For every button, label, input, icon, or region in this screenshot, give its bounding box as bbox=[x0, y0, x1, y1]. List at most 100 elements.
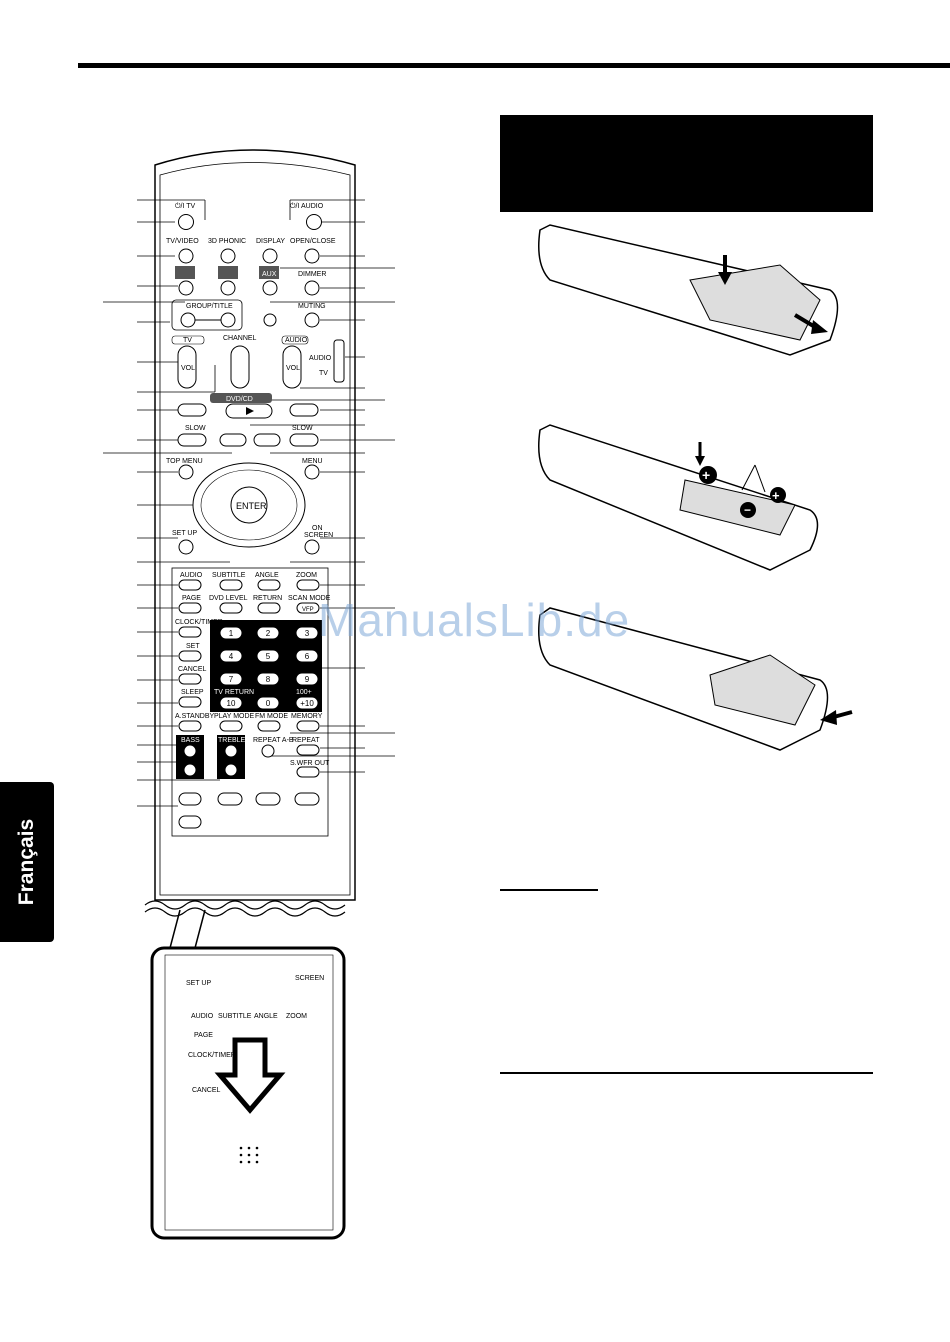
muting-label: MUTING bbox=[298, 303, 326, 310]
number-key-label: 0 bbox=[266, 699, 271, 708]
memory-button[interactable] bbox=[296, 720, 320, 732]
dvd-source-button[interactable] bbox=[178, 280, 194, 296]
group-title-next-button[interactable] bbox=[220, 312, 236, 328]
bass-down-button[interactable] bbox=[183, 763, 197, 777]
number-key-4[interactable] bbox=[219, 649, 243, 663]
dvd-cd-label: DVD/CD bbox=[226, 396, 253, 403]
number-key-9[interactable] bbox=[295, 672, 319, 686]
channel-label: CHANNEL bbox=[223, 335, 257, 342]
on-screen-button[interactable] bbox=[304, 539, 320, 555]
set-up-button[interactable] bbox=[178, 539, 194, 555]
treble-up-button[interactable] bbox=[224, 744, 238, 758]
sleep-button[interactable] bbox=[178, 696, 202, 708]
power-tv-button[interactable] bbox=[178, 214, 194, 230]
sleep-label: SLEEP bbox=[181, 689, 204, 696]
repeat-ab-button[interactable] bbox=[261, 744, 275, 758]
display-button[interactable] bbox=[262, 248, 278, 264]
tv-video-button[interactable] bbox=[178, 248, 194, 264]
slide-down-arrow-icon bbox=[214, 1037, 286, 1114]
page-button[interactable] bbox=[178, 602, 202, 614]
skip-forward-button[interactable] bbox=[289, 403, 319, 417]
muting-button[interactable] bbox=[304, 312, 320, 328]
number-key-label: 4 bbox=[229, 652, 234, 661]
number-key-3[interactable] bbox=[295, 626, 319, 640]
stop-button[interactable] bbox=[219, 433, 247, 447]
tv-video-label: TV/VIDEO bbox=[166, 238, 199, 245]
blank-button-3[interactable] bbox=[294, 792, 320, 806]
blank-button-2[interactable] bbox=[255, 792, 281, 806]
clock-timer-label: CLOCK/TIMER bbox=[175, 619, 223, 626]
number-key-plus10[interactable] bbox=[295, 696, 319, 710]
zoom-button[interactable] bbox=[296, 579, 320, 591]
battery-step-3-illustration bbox=[538, 607, 853, 751]
fast-forward-button[interactable] bbox=[289, 433, 319, 447]
audio-label: AUDIO bbox=[180, 572, 203, 579]
audio-volume-rocker[interactable] bbox=[282, 345, 302, 389]
angle-label: ANGLE bbox=[255, 572, 279, 579]
rewind-button[interactable] bbox=[177, 433, 207, 447]
enter-button[interactable] bbox=[230, 486, 268, 524]
menu-button[interactable] bbox=[304, 464, 320, 480]
a-standby-button[interactable] bbox=[178, 720, 202, 732]
bass-up-button[interactable] bbox=[183, 744, 197, 758]
blank-button-1[interactable] bbox=[217, 792, 243, 806]
subtitle-label: SUBTITLE bbox=[212, 572, 246, 579]
return-button[interactable] bbox=[257, 602, 281, 614]
aux-button[interactable] bbox=[262, 280, 278, 296]
number-key-0[interactable] bbox=[256, 696, 280, 710]
aux-label: AUX bbox=[262, 271, 277, 278]
number-key-1[interactable] bbox=[219, 626, 243, 640]
number-key-7[interactable] bbox=[219, 672, 243, 686]
battery-step-1-illustration bbox=[538, 224, 839, 356]
number-key-label: 6 bbox=[305, 652, 310, 661]
power-audio-button[interactable] bbox=[306, 214, 322, 230]
extra-down-button[interactable] bbox=[178, 815, 202, 829]
3d-phonic-label: 3D PHONIC bbox=[208, 238, 246, 245]
channel-rocker[interactable] bbox=[230, 345, 250, 389]
repeat-button[interactable] bbox=[296, 744, 320, 756]
extra-up-button[interactable] bbox=[178, 792, 202, 806]
tv-return-label: TV RETURN bbox=[214, 689, 254, 696]
subtitle-button[interactable] bbox=[219, 579, 243, 591]
open-close-button[interactable] bbox=[304, 248, 320, 264]
play-mode-label: PLAY MODE bbox=[214, 713, 255, 720]
group-title-prev-button[interactable] bbox=[180, 312, 196, 328]
audio-tv-switch[interactable] bbox=[333, 339, 345, 383]
tv-volume-rocker[interactable] bbox=[177, 345, 197, 389]
battery-plus-icon bbox=[699, 466, 717, 484]
skip-back-button[interactable] bbox=[177, 403, 207, 417]
fm-mode-button[interactable] bbox=[257, 720, 281, 732]
3d-phonic-button[interactable] bbox=[220, 248, 236, 264]
number-key-10[interactable] bbox=[219, 696, 243, 710]
s-wfr-out-button[interactable] bbox=[296, 766, 320, 778]
number-key-6[interactable] bbox=[295, 649, 319, 663]
angle-button[interactable] bbox=[257, 579, 281, 591]
treble-down-button[interactable] bbox=[224, 763, 238, 777]
audio-button[interactable] bbox=[178, 579, 202, 591]
vfp-button[interactable] bbox=[296, 602, 320, 614]
top-menu-button[interactable] bbox=[178, 464, 194, 480]
clock-timer-button[interactable] bbox=[178, 626, 202, 638]
number-key-8[interactable] bbox=[256, 672, 280, 686]
dvd-level-button[interactable] bbox=[219, 602, 243, 614]
treble-label: TREBLE bbox=[218, 737, 246, 744]
number-key-2[interactable] bbox=[256, 626, 280, 640]
pause-button[interactable] bbox=[253, 433, 281, 447]
section-bottom-rule bbox=[500, 1072, 873, 1074]
on-screen-label-1: ON bbox=[312, 525, 323, 532]
number-key-label: 3 bbox=[305, 629, 310, 638]
set-button[interactable] bbox=[178, 650, 202, 662]
dvd-source-badge bbox=[175, 266, 195, 279]
svg-text:+: + bbox=[702, 467, 710, 483]
battery-step-2-illustration: + − + bbox=[538, 424, 819, 571]
dvd-level-label: DVD LEVEL bbox=[209, 595, 248, 602]
dimmer-button[interactable] bbox=[304, 280, 320, 296]
section-header-box bbox=[500, 115, 873, 212]
cancel-button[interactable] bbox=[178, 673, 202, 685]
fm-am-source-button[interactable] bbox=[220, 280, 236, 296]
number-key-label: 8 bbox=[266, 675, 271, 684]
back-button[interactable] bbox=[263, 313, 277, 327]
number-key-label: +10 bbox=[300, 699, 314, 708]
number-key-5[interactable] bbox=[256, 649, 280, 663]
play-mode-button[interactable] bbox=[219, 720, 243, 732]
